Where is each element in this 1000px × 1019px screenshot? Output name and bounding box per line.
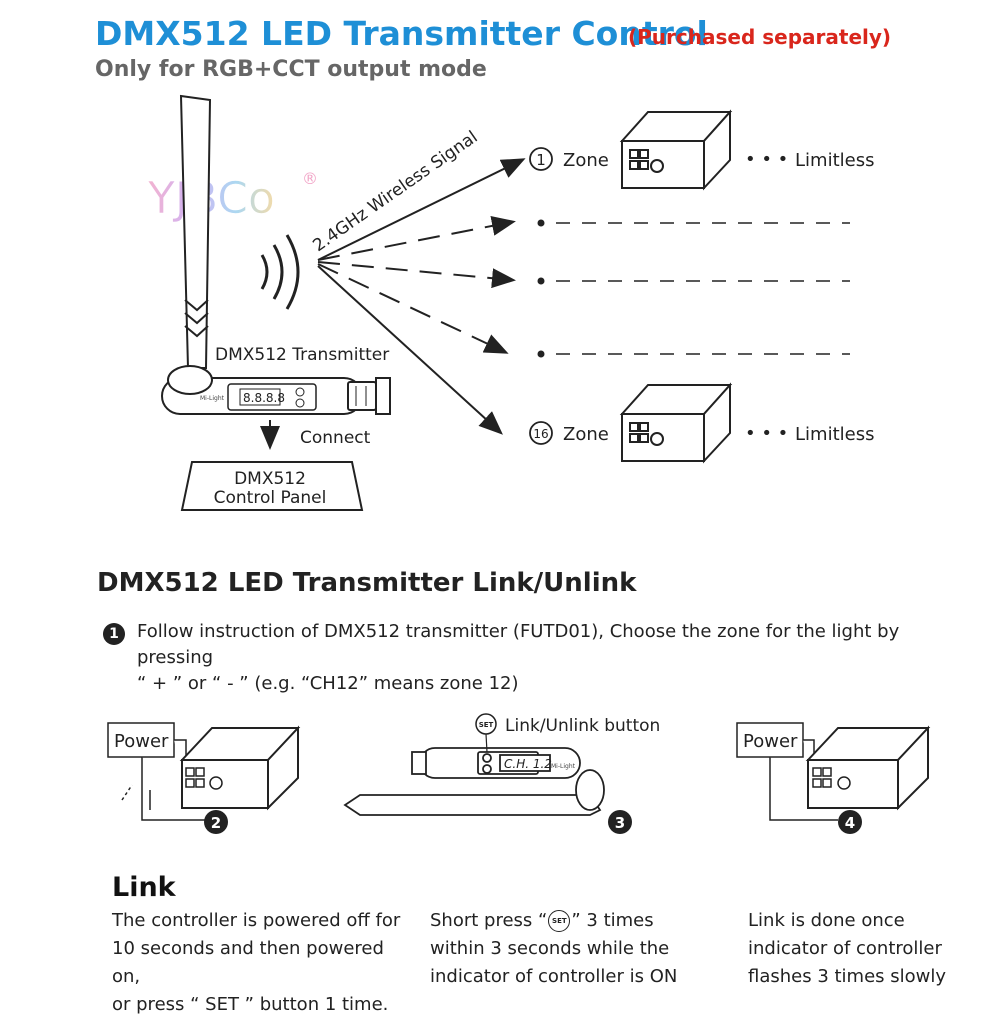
step-3-figure: [343, 747, 605, 816]
zone-16-controller: [619, 382, 733, 464]
step-2-figure: [107, 722, 301, 821]
link-column-1: The controller is powered off for 10 sec…: [112, 907, 412, 1019]
step-1-line-1: Follow instruction of DMX512 transmitter…: [137, 621, 900, 668]
link-col3-line: Link is done once: [748, 910, 905, 931]
link-col1-line: The controller is powered off for: [112, 910, 401, 931]
link-column-2: Short press “SET” 3 times within 3 secon…: [430, 907, 730, 991]
watermark-registered: ®: [302, 169, 318, 188]
zone-16-label: Zone: [563, 424, 609, 445]
zone-placeholder-lines: [537, 219, 850, 358]
link-col2-line: within 3 seconds while the: [430, 938, 670, 959]
panel-line-1: DMX512: [234, 469, 306, 489]
page-title: DMX512 LED Transmitter Control: [95, 14, 708, 53]
step-1-line-2: “ + ” or “ - ” (e.g. “CH12” means zone 1…: [137, 673, 519, 694]
link-column-3: Link is done once indicator of controlle…: [748, 907, 988, 991]
step-3-display: C.H. 1.2: [504, 757, 552, 771]
zone-16-number: 16: [533, 427, 548, 441]
zone-16-limitless: Limitless: [795, 424, 874, 445]
link-col3-line: flashes 3 times slowly: [748, 966, 947, 987]
link-col2-line: Short press “SET” 3 times: [430, 907, 730, 935]
step-4-number: 4: [845, 814, 855, 832]
signal-waves-icon: [260, 234, 300, 310]
link-col2-text-a: Short press “: [430, 910, 548, 931]
purchased-note: (Purchased separately): [628, 25, 892, 49]
step-2-number: 2: [211, 814, 221, 832]
antenna: [179, 94, 212, 369]
signal-arrows: [317, 158, 526, 435]
step-2-power: Power: [114, 731, 169, 752]
zone-16-dots: • • •: [745, 423, 788, 444]
panel-line-2: Control Panel: [214, 488, 327, 508]
dmx512-transmitter: 8.8.8.8 Mi-Light: [161, 365, 391, 415]
step-3-brand: Mi-Light: [551, 763, 576, 770]
set-icon: SET: [548, 910, 571, 932]
link-unlink-label: Link/Unlink button: [505, 716, 660, 736]
step-4-figure: [736, 722, 931, 821]
connect-label: Connect: [300, 428, 371, 448]
transmitter-brand: Mi-Light: [200, 395, 225, 402]
link-col1-line: or press “ SET ” button 1 time.: [112, 994, 389, 1015]
transmitter-display: 8.8.8.8: [243, 391, 285, 405]
zone-1-controller: [619, 109, 733, 191]
link-col2-line: indicator of controller is ON: [430, 966, 678, 987]
dmx512-control-panel: [180, 461, 364, 511]
link-title: Link: [112, 872, 176, 903]
set-button-icon: SET: [479, 721, 494, 729]
link-col2-text-b: ” 3 times: [571, 910, 654, 931]
zone-1-label: Zone: [563, 150, 609, 171]
page-subtitle: Only for RGB+CCT output mode: [95, 57, 487, 82]
section-title: DMX512 LED Transmitter Link/Unlink: [97, 568, 637, 598]
zone-1-dots: • • •: [745, 149, 788, 170]
zone-1-limitless: Limitless: [795, 150, 874, 171]
step-1-instruction: Follow instruction of DMX512 transmitter…: [137, 619, 957, 697]
transmitter-label: DMX512 Transmitter: [215, 345, 389, 365]
link-col1-line: 10 seconds and then powered on,: [112, 938, 384, 987]
step-3-number: 3: [615, 814, 625, 832]
link-col3-line: indicator of controller: [748, 938, 942, 959]
zone-1-number: 1: [536, 151, 546, 169]
watermark-logo: YJBCo: [147, 173, 275, 224]
step-1-badge: 1: [103, 623, 125, 645]
step-4-power: Power: [743, 731, 798, 752]
